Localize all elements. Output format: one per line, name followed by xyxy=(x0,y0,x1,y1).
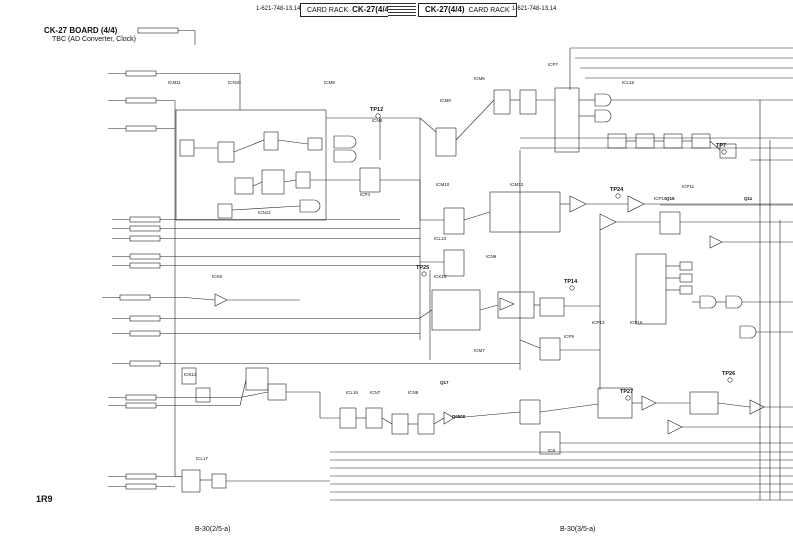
input-connector xyxy=(112,216,400,223)
input-connector xyxy=(112,235,420,242)
ic-label: ICK12 xyxy=(184,372,197,377)
ic-label: ICP16 xyxy=(654,196,667,201)
ic-label: ICM6 xyxy=(474,76,485,81)
test-point-label: TP27 xyxy=(620,389,633,395)
test-point-label: TP24 xyxy=(610,187,624,193)
ic-label: ICK8 xyxy=(212,274,223,279)
test-point: TP7 xyxy=(716,143,727,155)
ic-label: ICM8 xyxy=(324,80,335,85)
top-bus-lines xyxy=(137,27,793,206)
input-connector xyxy=(112,253,420,260)
test-point: TP27 xyxy=(620,389,633,401)
header-left-part-number: 1-621-748-13,14 xyxy=(256,6,301,12)
ic-label: ICM7 xyxy=(474,348,485,353)
board-label-left: CK-27(4/4) xyxy=(352,5,392,14)
upper-middle-counters xyxy=(419,87,793,159)
input-connector xyxy=(108,483,175,490)
board-label-right: CK-27(4/4) xyxy=(425,5,465,14)
ic-label: ICM12 xyxy=(510,182,524,187)
ic-label: ICL13 xyxy=(434,236,447,241)
middle-opamp-section xyxy=(420,191,793,277)
test-point: TP25 xyxy=(416,265,429,277)
ic-label: ICL16 xyxy=(346,390,359,395)
card-rack-label-right: CARD RACK xyxy=(468,7,510,14)
lower-middle-logic xyxy=(319,387,793,455)
test-point: TP14 xyxy=(564,279,578,291)
page-code: 1R9 xyxy=(36,494,53,504)
upper-left-logic xyxy=(175,73,421,221)
ic-label: ICP9 xyxy=(564,334,575,339)
input-connector xyxy=(112,315,420,322)
ic-label: ICN8 xyxy=(408,390,419,395)
ic-label: ICN9 xyxy=(486,254,497,259)
ic-label: ICP15 xyxy=(630,320,643,325)
input-connector xyxy=(108,125,175,132)
ref-right: B-30(3/5-a) xyxy=(560,526,596,533)
ic-label: ICK13 xyxy=(434,274,447,279)
test-point-label: TP14 xyxy=(564,279,578,285)
input-connector xyxy=(108,70,240,77)
header-right-part-number: 1-621-748-13,14 xyxy=(512,6,557,12)
input-connector xyxy=(108,402,240,409)
input-connector xyxy=(102,294,185,301)
test-point-label: TP25 xyxy=(416,265,429,271)
right-register xyxy=(635,253,793,339)
ic-label: IC8 xyxy=(548,448,556,453)
header-divider-stripe xyxy=(388,3,416,17)
input-connector xyxy=(108,97,175,104)
ic-label: ICM10 xyxy=(436,182,450,187)
vertical-buses xyxy=(174,100,781,500)
ic-label: ICP4 xyxy=(360,192,371,197)
bottom-bus-lines xyxy=(226,451,793,501)
transistor-label: Q11 xyxy=(744,196,753,201)
ic-label: ICM9 xyxy=(440,98,451,103)
header-card-rack-right: CK-27(4/4) CARD RACK xyxy=(418,3,517,17)
input-connector xyxy=(112,262,420,269)
transistor-label: Q17 xyxy=(440,380,449,385)
ic-label: ICN12 xyxy=(258,210,271,215)
input-connectors xyxy=(102,70,520,490)
test-point-label: TP12 xyxy=(370,107,383,113)
ic-label: ICN10 xyxy=(228,80,241,85)
ic-label: ICN7 xyxy=(370,390,381,395)
input-connector xyxy=(112,225,420,232)
test-point: TP24 xyxy=(610,187,624,199)
central-converter xyxy=(419,289,600,361)
page-subtitle: TBC (AD Converter, Clock) xyxy=(52,36,137,43)
test-point-label: TP26 xyxy=(722,371,735,377)
ic-label: ICL15 xyxy=(622,80,635,85)
test-point-label: TP7 xyxy=(716,143,726,149)
test-point: TP26 xyxy=(722,371,735,383)
ic-label: ICP11 xyxy=(682,184,695,189)
ic-label: ICP13 xyxy=(592,320,605,325)
ic-label: ICL17 xyxy=(196,456,209,461)
ic-label: ICN6 xyxy=(372,118,383,123)
ic-label: ICM11 xyxy=(168,80,181,85)
ic-label: ICP7 xyxy=(548,62,559,67)
input-connector xyxy=(108,394,240,401)
input-connector xyxy=(108,473,175,480)
test-point: TP12 xyxy=(370,107,383,119)
lower-left-logic xyxy=(175,293,320,493)
input-connector xyxy=(112,330,420,337)
ref-left: B-30(2/5-a) xyxy=(195,526,231,533)
transistor-label: Q15 xyxy=(666,196,675,201)
transistor-label: D6500 xyxy=(452,414,466,419)
card-rack-label-left: CARD RACK xyxy=(307,7,349,14)
input-connector xyxy=(112,360,520,367)
page-title: CK-27 BOARD (4/4) xyxy=(44,26,118,35)
